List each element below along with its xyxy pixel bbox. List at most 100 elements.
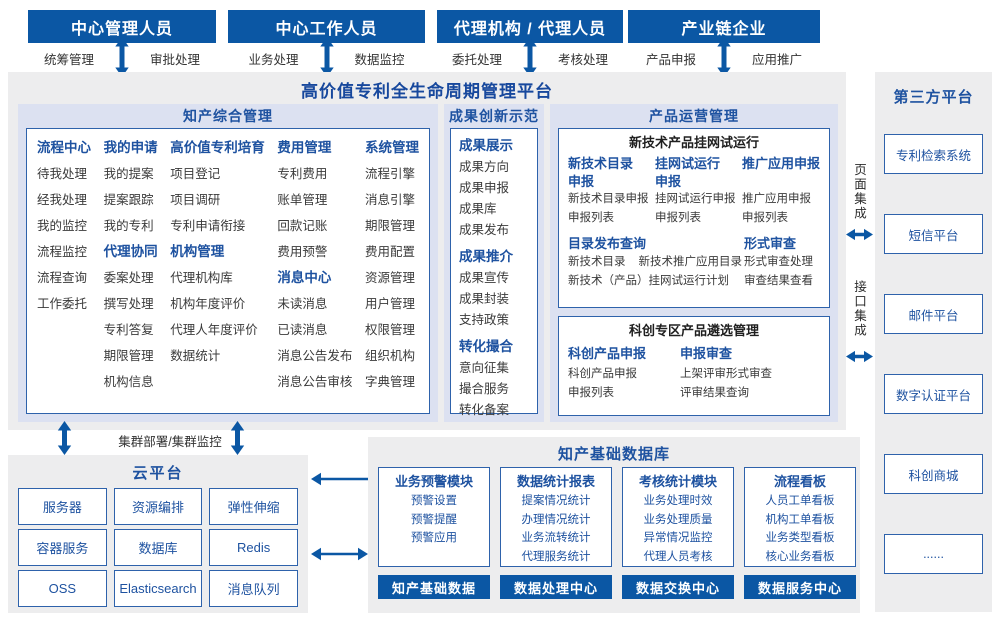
menu-column: 我的申请我的提案提案跟踪我的专利代理协同委案处理撰写处理专利答复期限管理机构信息	[104, 135, 158, 407]
menu-group-header: 费用管理	[277, 140, 332, 155]
role-left-label: 统筹管理	[43, 53, 94, 67]
section-title: 产品运营管理	[649, 108, 739, 124]
interface-integration-label: 接口集成	[852, 280, 866, 338]
role-group: 中心管理人员统筹管理审批处理	[28, 10, 216, 80]
third-party-item: 专利检索系统	[884, 134, 983, 174]
menu-item: 人员工单看板	[765, 495, 835, 507]
db-module-box: 流程看板人员工单看板机构工单看板业务类型看板核心业务看板	[744, 467, 856, 567]
role-labels: 业务处理数据监控	[228, 49, 425, 68]
menu-item: 数据统计	[170, 349, 221, 363]
menu-item: 成果封装	[459, 292, 510, 306]
role-labels: 委托处理考核处理	[437, 49, 623, 68]
third-party-title: 第三方平台	[893, 89, 974, 106]
menu-item: 成果库	[459, 202, 497, 216]
menu-item: 权限管理	[364, 323, 415, 337]
interface-integration-arrow-icon	[846, 350, 873, 368]
menu-column: 费用管理专利费用账单管理回款记账费用预警消息中心未读消息已读消息消息公告发布消息…	[277, 135, 352, 407]
role-right-label: 考核处理	[558, 53, 609, 67]
menu-item: 业务流转统计	[521, 532, 591, 544]
menu-item: 业务处理质量	[643, 513, 713, 526]
db-module-header: 流程看板	[773, 474, 826, 489]
cloud-service-item: Elasticsearch	[113, 570, 203, 607]
menu-group-header: 机构管理	[170, 244, 225, 259]
formal-review-group: 形式审查 形式审查处理审查结果查看	[744, 235, 820, 291]
cloud-service-item: 数据库	[113, 529, 203, 566]
third-party-item: 科创商城	[884, 454, 983, 494]
menu-group-header: 成果展示	[459, 138, 513, 153]
menu-group-header: 成果推介	[459, 249, 513, 264]
db-module-header: 数据统计报表	[516, 474, 595, 489]
menu-item: 业务类型看板	[765, 532, 835, 544]
sci-tech-selection-box: 科创专区产品遴选管理 科创产品申报科创产品申报申报列表申报审查上架评审形式审查评…	[558, 316, 830, 416]
db-center-bar: 数据处理中心	[500, 575, 612, 599]
cloud-platform-title: 云平台	[132, 465, 184, 482]
menu-item: 撮合服务	[459, 382, 510, 396]
cloud-service-item: OSS	[18, 570, 107, 607]
data-flow-double-arrow-icon	[311, 547, 368, 566]
platform-panel: 高价值专利全生命周期管理平台 知产综合管理 流程中心待我处理经我处理我的监控流程…	[8, 72, 846, 430]
menu-column: 申报审查上架评审形式审查评审结果查询	[680, 343, 772, 403]
section-achievement: 成果创新示范 成果展示成果方向成果申报成果库成果发布成果推介成果宣传成果封装支持…	[444, 104, 544, 422]
menu-item: 专利费用	[277, 167, 328, 181]
menu-group-header: 推广应用申报	[741, 156, 820, 171]
menu-item: 字典管理	[364, 375, 415, 389]
menu-item: 待我处理	[37, 167, 88, 181]
menu-item: 新技术目录申报	[568, 193, 649, 205]
db-center-bar: 数据服务中心	[744, 575, 856, 599]
menu-item: 转化备案	[459, 403, 510, 417]
menu-item: 科创产品申报	[568, 368, 637, 380]
menu-column: 科创产品申报科创产品申报申报列表	[568, 343, 646, 403]
menu-item: 消息引擎	[364, 193, 415, 207]
cloud-service-item: 服务器	[18, 488, 107, 525]
menu-item: 申报列表	[568, 212, 614, 224]
cluster-arrow-icon	[57, 421, 72, 460]
menu-item: 成果申报	[459, 181, 510, 195]
menu-item: 评审结果查询	[680, 387, 750, 399]
cloud-service-item: 资源编排	[113, 488, 203, 525]
menu-item: 我的提案	[103, 167, 154, 181]
catalog-query-group: 目录发布查询 新技术目录新技术推广应用目录新技术（产品）挂网试运行计划	[568, 235, 744, 291]
menu-item: 推广应用申报	[741, 193, 811, 205]
menu-item: 机构信息	[103, 375, 154, 389]
menu-item: 项目调研	[170, 193, 221, 207]
menu-group-header: 科创产品申报	[568, 346, 647, 361]
new-tech-bottom-row: 目录发布查询 新技术目录新技术推广应用目录新技术（产品）挂网试运行计划 形式审查…	[559, 235, 829, 291]
menu-item: 费用配置	[364, 245, 415, 259]
menu-group-header: 消息中心	[277, 270, 332, 285]
menu-item: 已读消息	[277, 323, 328, 337]
role-group: 代理机构 / 代理人员委托处理考核处理	[437, 10, 623, 80]
menu-item: 申报列表	[568, 387, 614, 399]
selection-columns: 科创产品申报科创产品申报申报列表申报审查上架评审形式审查评审结果查询	[559, 343, 829, 403]
menu-item: 办理情况统计	[521, 513, 591, 526]
menu-item: 流程查询	[37, 271, 88, 285]
section-title: 知产综合管理	[183, 108, 273, 124]
menu-item: 回款记账	[277, 219, 328, 233]
menu-item: 新技术目录	[568, 255, 626, 268]
role-left-label: 业务处理	[248, 53, 299, 67]
role-title-box: 代理机构 / 代理人员	[437, 10, 623, 43]
new-tech-columns: 新技术目录 申报新技术目录申报申报列表挂网试运行 申报挂网试运行申报申报列表推广…	[559, 155, 829, 228]
role-labels: 统筹管理审批处理	[28, 49, 216, 68]
menu-item: 代理人年度评价	[170, 323, 258, 337]
third-party-item: 短信平台	[884, 214, 983, 254]
menu-column: 新技术目录 申报新技术目录申报申报列表	[568, 155, 649, 228]
page-integration-label: 页面集成	[852, 163, 866, 221]
db-module: 业务预警模块预警设置预警提醒预警应用知产基础数据	[378, 467, 490, 599]
new-tech-trial-box: 新技术产品挂网试运行 新技术目录 申报新技术目录申报申报列表挂网试运行 申报挂网…	[558, 128, 830, 308]
menu-item: 用户管理	[364, 297, 415, 311]
achievement-box: 成果展示成果方向成果申报成果库成果发布成果推介成果宣传成果封装支持政策转化撮合意…	[450, 128, 538, 417]
role-left-label: 产品申报	[645, 53, 696, 67]
menu-item: 经我处理	[37, 193, 88, 207]
menu-item: 期限管理	[103, 349, 154, 363]
menu-item: 审查结果查看	[744, 274, 813, 287]
section-product-operation: 产品运营管理 新技术产品挂网试运行 新技术目录 申报新技术目录申报申报列表挂网试…	[550, 104, 838, 422]
db-module-header: 业务预警模块	[394, 474, 473, 489]
menu-item: 挂网试运行申报	[654, 193, 736, 205]
menu-group-header: 高价值专利培育	[170, 140, 265, 155]
menu-item: 支持政策	[459, 313, 510, 327]
role-right-label: 应用推广	[752, 53, 803, 67]
cluster-arrow-icon	[230, 421, 245, 460]
menu-group-header: 形式审查	[744, 236, 797, 251]
data-flow-left-arrow-icon	[311, 472, 368, 491]
